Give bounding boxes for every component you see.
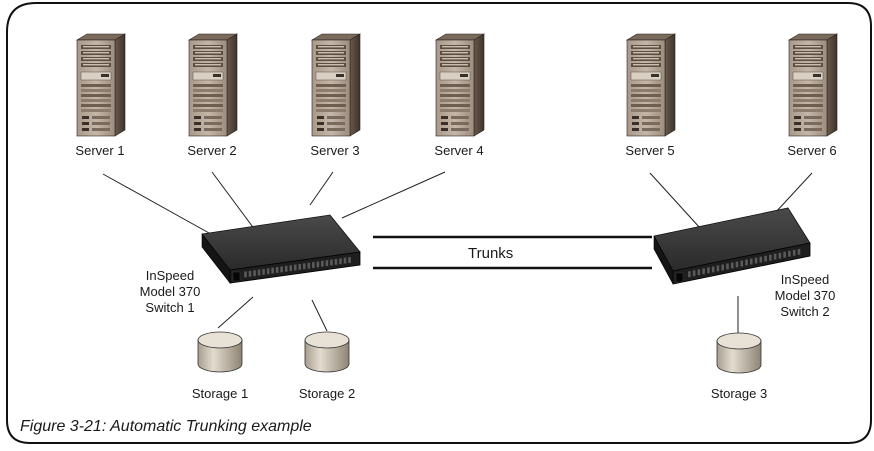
server-4-icon xyxy=(434,33,486,137)
connection-lines xyxy=(102,171,813,333)
switch-2-name: Switch 2 xyxy=(780,304,830,319)
switch-2-label: InSpeed Model 370 Switch 2 xyxy=(767,272,843,320)
storage-3-label: Storage 3 xyxy=(710,386,768,401)
link-server4 xyxy=(341,171,446,219)
server-5-label: Server 5 xyxy=(625,143,675,158)
link-server2 xyxy=(211,171,256,231)
switch-2-model: Model 370 xyxy=(774,288,836,303)
link-storage1 xyxy=(217,296,254,329)
server-1-label: Server 1 xyxy=(75,143,125,158)
switch-1-brand: InSpeed xyxy=(145,268,195,283)
trunk-lines xyxy=(373,235,652,270)
link-server3 xyxy=(309,171,334,206)
storage-3-icon xyxy=(716,332,762,374)
switch-1-model: Model 370 xyxy=(139,284,201,299)
figure-caption: Figure 3-21: Automatic Trunking example xyxy=(20,418,312,435)
switch-1-label: InSpeed Model 370 Switch 1 xyxy=(134,268,206,316)
switches-group xyxy=(201,207,811,285)
server-3-icon xyxy=(310,33,362,137)
server-5-icon xyxy=(625,33,677,137)
link-server1 xyxy=(102,173,219,239)
figure-frame xyxy=(6,2,872,444)
server-2-icon xyxy=(187,33,239,137)
server-6-icon xyxy=(787,33,839,137)
storage-group xyxy=(197,331,762,374)
server-6-label: Server 6 xyxy=(787,143,837,158)
switch-2-brand: InSpeed xyxy=(780,272,830,287)
storage-1-label: Storage 1 xyxy=(191,386,249,401)
switch-1-icon xyxy=(201,214,361,284)
switch-2-icon xyxy=(653,207,811,285)
trunks-label: Trunks xyxy=(468,245,514,262)
server-4-label: Server 4 xyxy=(434,143,484,158)
storage-1-icon xyxy=(197,331,243,373)
server-3-label: Server 3 xyxy=(310,143,360,158)
storage-2-label: Storage 2 xyxy=(298,386,356,401)
server-1-icon xyxy=(75,33,127,137)
link-server5 xyxy=(649,172,701,229)
storage-2-icon xyxy=(304,331,350,373)
servers-group xyxy=(75,33,839,137)
link-storage2 xyxy=(311,299,328,332)
switch-1-name: Switch 1 xyxy=(145,300,195,315)
server-2-label: Server 2 xyxy=(187,143,237,158)
link-server6 xyxy=(774,172,813,214)
